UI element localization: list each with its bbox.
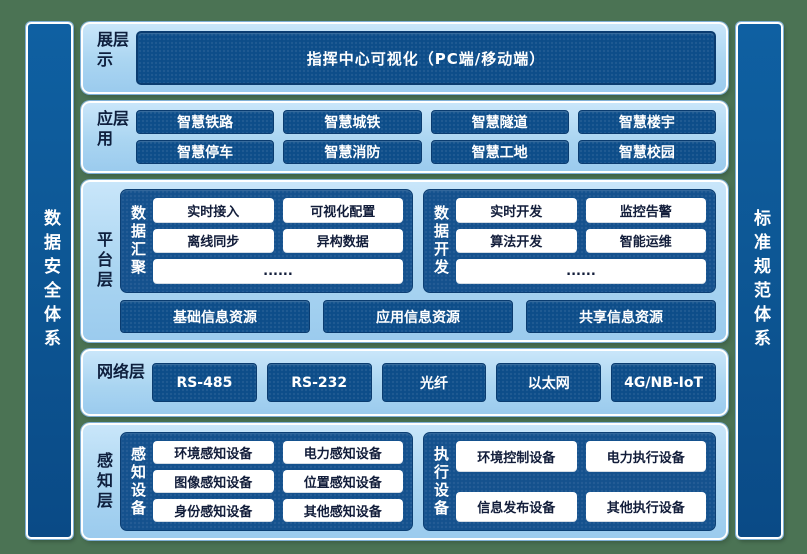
- chip-env-control: 环境控制设备: [456, 441, 577, 472]
- resources-row: 基础信息资源 应用信息资源 共享信息资源: [120, 300, 716, 333]
- network-layer-content: RS-485 RS-232 光纤 以太网 4G/NB-IoT: [152, 363, 716, 402]
- chip-info-publish: 信息发布设备: [456, 491, 577, 522]
- perception-layer-panel: 感知层 感知设备 环境感知设备 电力感知设备 图像感知设备 位置感知设备 身份感…: [81, 423, 728, 540]
- execution-devices-group: 执行设备 环境控制设备 电力执行设备 信息发布设备 其他执行设备: [423, 432, 716, 531]
- chip-env-sensing: 环境感知设备: [153, 441, 274, 464]
- layers-column: 展示层 指挥中心可视化（PC端/移动端） 应用层 智慧铁路 智慧城铁 智慧隧道 …: [81, 22, 728, 540]
- data-aggregation-group: 数据汇聚 实时接入 可视化配置 离线同步 异构数据 ......: [120, 189, 413, 293]
- chip-aggregation-more: ......: [153, 259, 403, 284]
- chip-image-sensing: 图像感知设备: [153, 470, 274, 493]
- button-smart-building: 智慧楼宇: [577, 110, 716, 134]
- application-layer-content: 智慧铁路 智慧城铁 智慧隧道 智慧楼宇 智慧停车 智慧消防 智慧工地 智慧校园: [136, 110, 716, 164]
- button-4g-nbiot: 4G/NB-IoT: [611, 363, 716, 402]
- data-security-pillar: 数据安全体系: [26, 22, 73, 539]
- data-aggregation-label: 数据汇聚: [129, 205, 147, 277]
- chip-location-sensing: 位置感知设备: [282, 470, 403, 493]
- display-layer-content: 指挥中心可视化（PC端/移动端）: [136, 31, 716, 85]
- chip-intelligent-ops: 智能运维: [585, 228, 706, 254]
- command-center-banner: 指挥中心可视化（PC端/移动端）: [136, 31, 716, 85]
- data-aggregation-grid: 实时接入 可视化配置 离线同步 异构数据 ......: [153, 198, 403, 284]
- chip-monitor-alert: 监控告警: [585, 198, 706, 223]
- network-buttons-grid: RS-485 RS-232 光纤 以太网 4G/NB-IoT: [152, 363, 716, 402]
- data-development-grid: 实时开发 监控告警 算法开发 智能运维 ......: [456, 198, 706, 284]
- execution-devices-label: 执行设备: [432, 445, 450, 518]
- standards-pillar: 标准规范体系: [736, 22, 783, 539]
- button-smart-campus: 智慧校园: [577, 140, 716, 164]
- platform-layer-label: 平台层: [94, 231, 113, 291]
- button-smart-site: 智慧工地: [430, 140, 569, 164]
- platform-groups-row: 数据汇聚 实时接入 可视化配置 离线同步 异构数据 ...... 数据开发: [120, 189, 716, 293]
- chip-heterogeneous-data: 异构数据: [282, 228, 403, 254]
- chip-other-sensing: 其他感知设备: [282, 499, 403, 522]
- chip-development-more: ......: [456, 259, 706, 284]
- application-buttons-grid: 智慧铁路 智慧城铁 智慧隧道 智慧楼宇 智慧停车 智慧消防 智慧工地 智慧校园: [136, 110, 716, 164]
- perception-layer-label: 感知层: [94, 451, 113, 512]
- network-layer-label: 网络层: [94, 363, 145, 383]
- platform-layer-panel: 平台层 数据汇聚 实时接入 可视化配置 离线同步 异构数据 ......: [81, 180, 728, 342]
- sensing-devices-label: 感知设备: [129, 445, 147, 518]
- chip-identity-sensing: 身份感知设备: [153, 499, 274, 522]
- button-fiber: 光纤: [381, 363, 487, 402]
- chip-visual-config: 可视化配置: [282, 198, 403, 223]
- platform-layer-content: 数据汇聚 实时接入 可视化配置 离线同步 异构数据 ...... 数据开发: [120, 189, 716, 333]
- button-smart-fire: 智慧消防: [283, 140, 422, 164]
- button-basic-info-resources: 基础信息资源: [120, 300, 310, 333]
- button-smart-tunnel: 智慧隧道: [430, 110, 569, 134]
- button-rs485: RS-485: [152, 363, 257, 402]
- chip-offline-sync: 离线同步: [153, 228, 274, 254]
- button-app-info-resources: 应用信息资源: [323, 300, 513, 333]
- display-layer-panel: 展示层 指挥中心可视化（PC端/移动端）: [81, 22, 728, 94]
- chip-other-execution: 其他执行设备: [585, 491, 706, 522]
- sensing-devices-group: 感知设备 环境感知设备 电力感知设备 图像感知设备 位置感知设备 身份感知设备 …: [120, 432, 413, 531]
- execution-devices-grid: 环境控制设备 电力执行设备 信息发布设备 其他执行设备: [456, 441, 706, 522]
- chip-realtime-access: 实时接入: [153, 198, 274, 223]
- sensing-devices-grid: 环境感知设备 电力感知设备 图像感知设备 位置感知设备 身份感知设备 其他感知设…: [153, 441, 403, 522]
- button-ethernet: 以太网: [496, 363, 602, 402]
- data-development-label: 数据开发: [432, 205, 450, 277]
- application-layer-label: 应用层: [94, 110, 129, 150]
- data-development-group: 数据开发 实时开发 监控告警 算法开发 智能运维 ......: [423, 189, 716, 293]
- perception-layer-content: 感知设备 环境感知设备 电力感知设备 图像感知设备 位置感知设备 身份感知设备 …: [120, 432, 716, 531]
- button-shared-info-resources: 共享信息资源: [526, 300, 716, 333]
- chip-realtime-dev: 实时开发: [456, 198, 577, 223]
- chip-power-sensing: 电力感知设备: [282, 441, 403, 464]
- network-layer-panel: 网络层 RS-485 RS-232 光纤 以太网 4G/NB-IoT: [81, 349, 728, 416]
- chip-power-execution: 电力执行设备: [585, 441, 706, 472]
- button-smart-parking: 智慧停车: [136, 140, 275, 164]
- button-rs232: RS-232: [266, 363, 372, 402]
- chip-algorithm-dev: 算法开发: [456, 228, 577, 254]
- button-smart-railway: 智慧铁路: [136, 110, 275, 134]
- application-layer-panel: 应用层 智慧铁路 智慧城铁 智慧隧道 智慧楼宇 智慧停车 智慧消防 智慧工地 智…: [81, 101, 728, 173]
- display-layer-label: 展示层: [94, 31, 129, 71]
- button-smart-metro: 智慧城铁: [283, 110, 422, 134]
